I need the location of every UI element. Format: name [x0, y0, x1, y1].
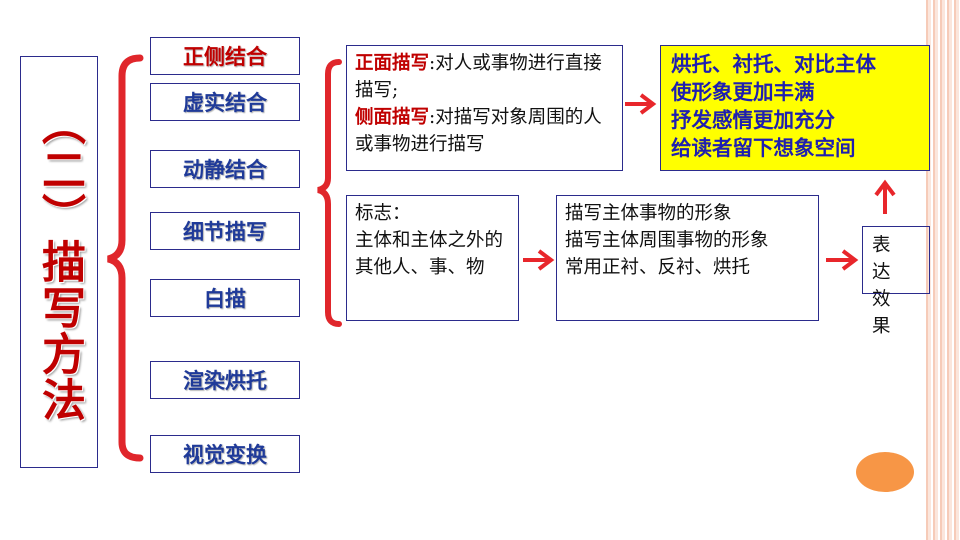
marker-box: 标志： 主体和主体之外的其他人、事、物: [346, 195, 519, 321]
usage-line: 常用正衬、反衬、烘托: [565, 257, 751, 278]
arrow-usage-to-effect: [826, 249, 859, 271]
inner-bracket: [317, 59, 342, 327]
effect-line: 使形象更加丰满: [671, 80, 815, 104]
effect-label: 表 达 效 果: [872, 235, 891, 337]
method-item-7: 视觉变换: [150, 435, 300, 473]
front-term: 正面描写: [355, 53, 430, 74]
arrow-definition-to-effects: [625, 93, 657, 115]
method-item-1: 正侧结合: [150, 37, 300, 75]
effect-line: 抒发感情更加充分: [671, 108, 835, 132]
arrow-marker-to-usage: [523, 249, 555, 271]
arrow-effect-up: [874, 179, 896, 214]
front-desc: :对人或事物进行直接描写;: [355, 53, 602, 101]
title-box: （二）描写方法: [20, 56, 98, 468]
marker-text: 主体和主体之外的其他人、事、物: [355, 230, 504, 278]
method-item-3: 动静结合: [150, 150, 300, 188]
page-title: （二）描写方法: [34, 101, 85, 423]
method-item-4: 细节描写: [150, 212, 300, 250]
marker-heading: 标志：: [355, 203, 411, 224]
usage-line: 描写主体事物的形象: [565, 203, 732, 224]
effect-label-frame: [862, 226, 930, 294]
method-item-5: 白描: [150, 279, 300, 317]
decorative-stripes: [926, 0, 960, 540]
effect-line: 烘托、衬托、对比主体: [671, 52, 876, 76]
side-desc: :对描写对象周围的人或事物进行描写: [355, 107, 602, 155]
method-item-6: 渲染烘托: [150, 361, 300, 399]
side-term: 侧面描写: [355, 107, 430, 128]
left-bracket: [107, 54, 144, 462]
effect-line: 给读者留下想象空间: [671, 136, 856, 160]
definition-box: 正面描写:对人或事物进行直接描写; 侧面描写:对描写对象周围的人或事物进行描写: [346, 45, 623, 171]
method-item-2: 虚实结合: [150, 83, 300, 121]
usage-line: 描写主体周围事物的形象: [565, 230, 769, 251]
decorative-oval: [856, 452, 914, 492]
usage-box: 描写主体事物的形象 描写主体周围事物的形象 常用正衬、反衬、烘托: [556, 195, 819, 321]
effects-box: 烘托、衬托、对比主体 使形象更加丰满 抒发感情更加充分 给读者留下想象空间: [660, 45, 930, 171]
